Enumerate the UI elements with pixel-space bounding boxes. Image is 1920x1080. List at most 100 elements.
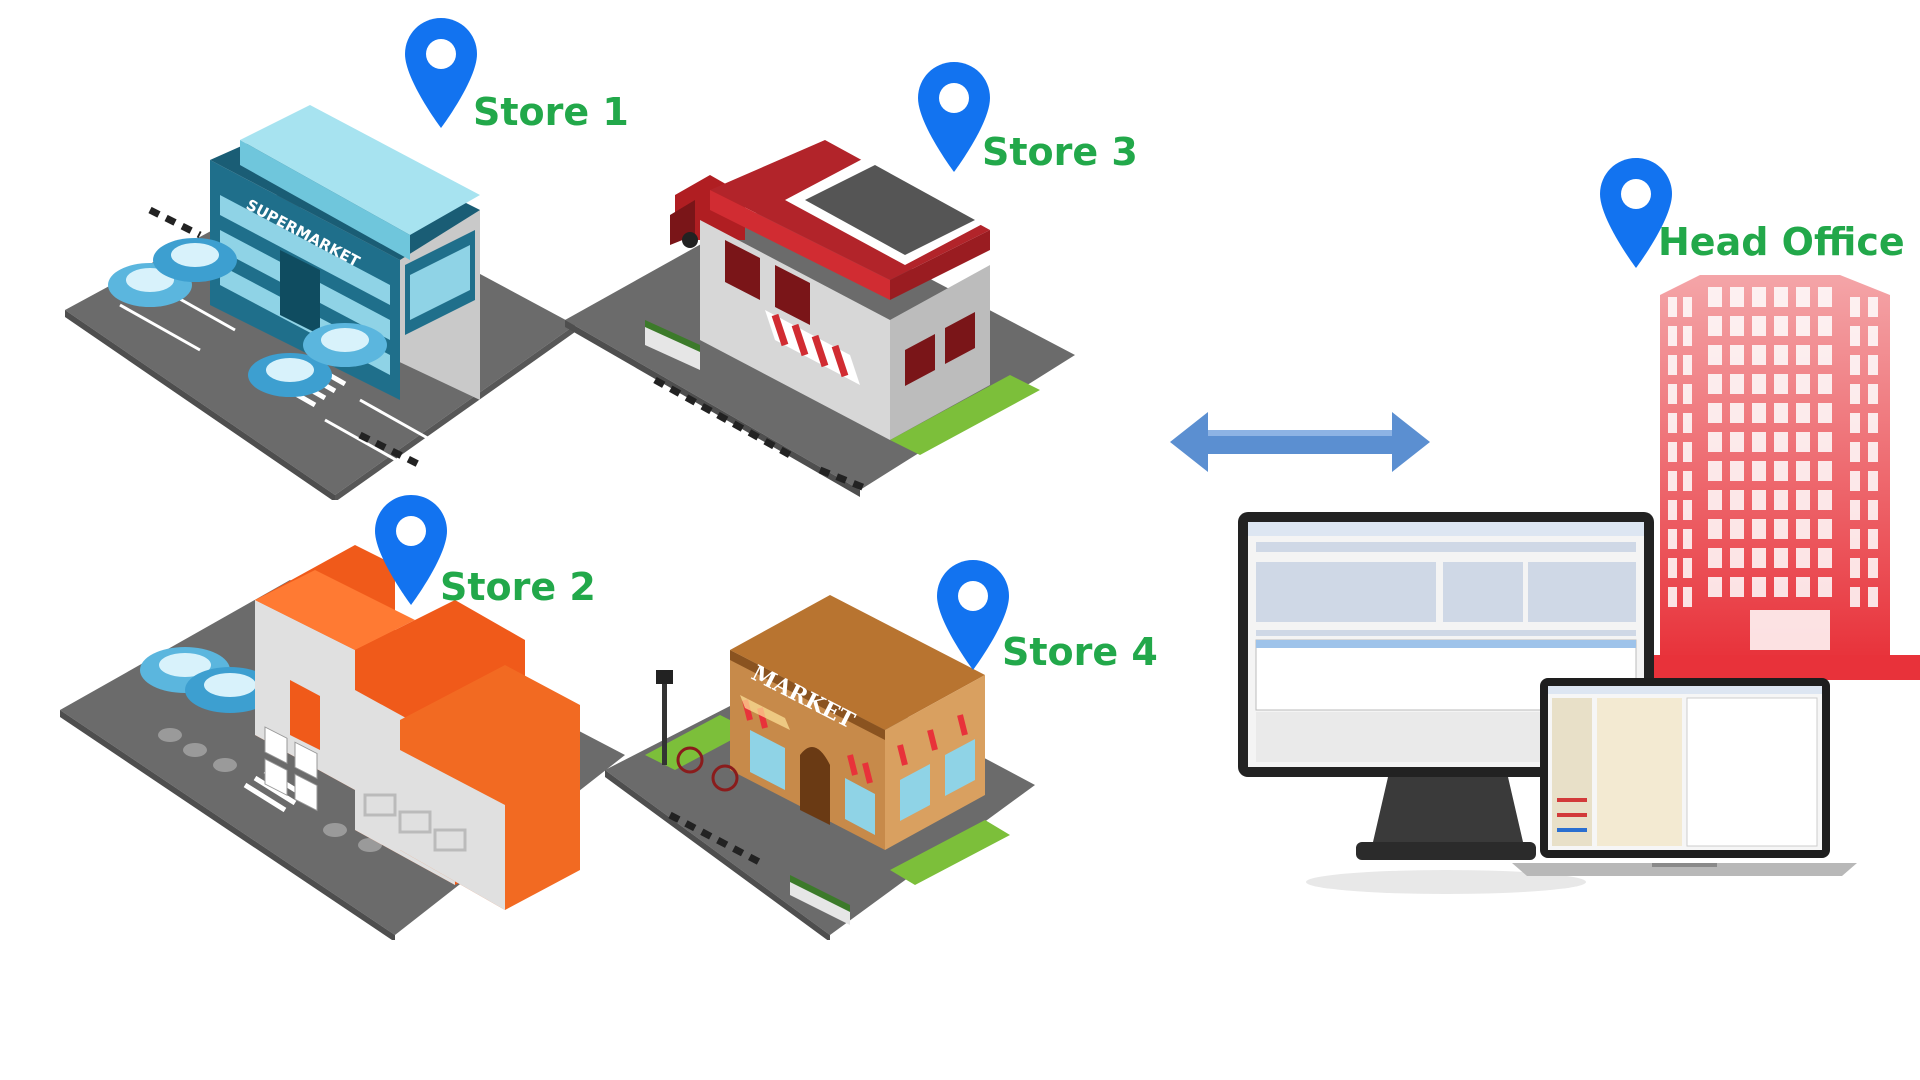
office-window — [1752, 345, 1766, 365]
office-window — [1752, 548, 1766, 568]
office-window — [1708, 345, 1722, 365]
store-3-label: Store 3 — [982, 130, 1138, 174]
office-window — [1730, 490, 1744, 510]
head-office-building — [1610, 265, 1920, 680]
office-window — [1850, 355, 1860, 375]
office-window — [1796, 374, 1810, 394]
office-window — [1868, 471, 1878, 491]
office-window — [1668, 413, 1677, 433]
office-window — [1796, 345, 1810, 365]
office-window — [1796, 519, 1810, 539]
office-window — [1774, 461, 1788, 481]
office-window — [1752, 461, 1766, 481]
office-window — [1774, 432, 1788, 452]
office-window — [1683, 442, 1692, 462]
office-window — [1683, 413, 1692, 433]
office-window — [1818, 345, 1832, 365]
office-window — [1730, 432, 1744, 452]
office-window — [1730, 374, 1744, 394]
office-window — [1683, 500, 1692, 520]
office-window — [1850, 500, 1860, 520]
office-window — [1752, 287, 1766, 307]
office-window — [1850, 587, 1860, 607]
office-window — [1868, 529, 1878, 549]
office-window — [1668, 355, 1677, 375]
office-window — [1683, 529, 1692, 549]
store-1-location-pin-icon — [405, 18, 477, 128]
store-4-location-pin-icon — [937, 560, 1009, 670]
laptop-icon — [1512, 678, 1857, 883]
office-window — [1818, 577, 1832, 597]
office-window — [1850, 529, 1860, 549]
office-window — [1774, 519, 1788, 539]
office-window — [1774, 316, 1788, 336]
office-window — [1850, 413, 1860, 433]
office-window — [1668, 297, 1677, 317]
office-window — [1868, 297, 1878, 317]
office-window — [1683, 587, 1692, 607]
office-window — [1668, 529, 1677, 549]
office-window — [1730, 345, 1744, 365]
office-window — [1752, 403, 1766, 423]
office-window — [1796, 461, 1810, 481]
office-window — [1796, 577, 1810, 597]
office-window — [1752, 519, 1766, 539]
office-window — [1708, 548, 1722, 568]
store-2-label: Store 2 — [440, 565, 596, 609]
office-window — [1683, 471, 1692, 491]
office-window — [1818, 403, 1832, 423]
store-2-location-pin-icon — [375, 495, 447, 605]
office-window — [1774, 577, 1788, 597]
parked-cars — [108, 238, 387, 397]
office-window — [1818, 374, 1832, 394]
office-window — [1708, 432, 1722, 452]
store-1-illustration: SUPERMARKET — [60, 100, 580, 500]
office-window — [1708, 577, 1722, 597]
office-window — [1668, 471, 1677, 491]
office-window — [1868, 355, 1878, 375]
office-window — [1850, 384, 1860, 404]
office-window — [1708, 490, 1722, 510]
office-window — [1850, 326, 1860, 346]
office-window — [1850, 471, 1860, 491]
office-window — [1730, 316, 1744, 336]
office-window — [1796, 432, 1810, 452]
head-office-location-pin-icon — [1600, 158, 1672, 268]
office-window — [1868, 558, 1878, 578]
store-3-location-pin-icon — [918, 62, 990, 172]
store-4-label: Store 4 — [1002, 630, 1158, 674]
office-window — [1752, 374, 1766, 394]
office-window — [1668, 326, 1677, 346]
office-window — [1730, 287, 1744, 307]
office-window — [1774, 345, 1788, 365]
office-window — [1774, 490, 1788, 510]
office-window — [1850, 297, 1860, 317]
office-window — [1730, 577, 1744, 597]
office-window — [1708, 316, 1722, 336]
office-window — [1668, 442, 1677, 462]
office-window — [1868, 413, 1878, 433]
office-window — [1796, 548, 1810, 568]
office-window — [1730, 519, 1744, 539]
store-1-label: Store 1 — [473, 90, 629, 134]
office-window — [1818, 316, 1832, 336]
office-window — [1774, 287, 1788, 307]
office-window — [1796, 490, 1810, 510]
double-arrow-icon — [1170, 410, 1430, 475]
office-window — [1683, 326, 1692, 346]
office-window — [1818, 461, 1832, 481]
office-window — [1774, 374, 1788, 394]
office-window — [1818, 432, 1832, 452]
office-window — [1774, 403, 1788, 423]
office-window — [1818, 490, 1832, 510]
office-window — [1752, 316, 1766, 336]
office-window — [1708, 461, 1722, 481]
office-window — [1708, 287, 1722, 307]
office-window — [1774, 548, 1788, 568]
office-window — [1868, 384, 1878, 404]
store-3-illustration — [560, 140, 1080, 500]
office-window — [1683, 558, 1692, 578]
office-window — [1730, 403, 1744, 423]
head-office-label: Head Office — [1658, 220, 1905, 264]
office-window — [1868, 442, 1878, 462]
